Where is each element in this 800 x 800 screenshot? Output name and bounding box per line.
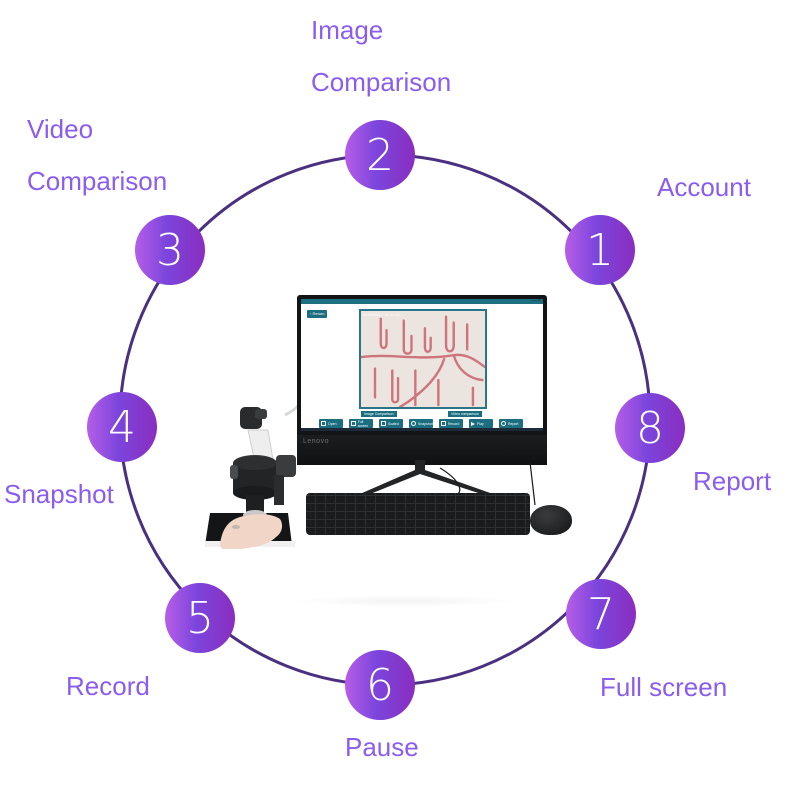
toolbar-open-button[interactable]: Open [319,419,343,428]
node-number: 3 [156,225,184,276]
feature-label-snapshot: Snapshot [4,479,114,509]
return-label: Return [312,311,325,316]
label-line: Image [311,15,384,45]
capillaroscope-device [205,399,304,549]
camera-icon [411,421,416,426]
video-comparison-button[interactable]: Video comparison [448,411,482,417]
toolbar-fullscreen-button[interactable]: Full screen [349,419,373,428]
image-comparison-button[interactable]: Image Comparison [361,411,397,417]
feature-node-full-screen[interactable]: 7 [566,579,636,649]
feature-label-video-comparison: Video Comparison [27,103,167,207]
feature-node-account[interactable]: 1 [565,215,635,285]
report-icon [501,421,506,426]
node-number: 2 [366,130,394,181]
feature-label-image-comparison: Image Comparison [311,4,451,108]
tool-label: Report [508,421,519,426]
timestamp: 2025/05/10 15:31:44 [363,312,400,317]
return-button[interactable]: ‹ Return [307,310,328,318]
app-toolbar: Open Full screen Scaled Snapshot Record … [319,419,523,428]
feature-label-report: Report [693,466,772,496]
feature-label-pause: Pause [345,732,419,762]
feature-label-full-screen: Full screen [600,672,728,702]
folder-icon [321,421,326,426]
toolbar-report-button[interactable]: Report [499,419,523,428]
record-icon [441,421,446,426]
label-line: Comparison [311,67,452,97]
tool-label: Record [448,421,460,426]
label-line: Comparison [27,166,168,196]
keyboard [306,493,530,535]
play-icon [471,421,475,426]
mouse [530,505,572,535]
label-line: Video [27,114,94,144]
brand-logo: Lenovo [303,438,329,445]
toolbar-snapshot-button[interactable]: Snapshot [409,419,433,428]
toolbar-scaled-button[interactable]: Scaled [379,419,403,428]
capillary-image [361,311,485,407]
floor-reflection [290,595,520,607]
node-number: 4 [108,402,136,453]
feature-label-account: Account [657,172,751,202]
feature-node-pause[interactable]: 6 [345,650,415,720]
feature-node-snapshot[interactable]: 4 [87,392,157,462]
feature-node-report[interactable]: 8 [615,393,685,463]
tool-label: Snapshot [418,421,433,426]
fullscreen-icon [351,421,356,426]
feature-node-record[interactable]: 5 [165,583,235,653]
app-screen: —× ‹ Return [301,299,543,431]
feature-node-video-comparison[interactable]: 3 [135,215,205,285]
tool-label: Scaled [388,421,399,426]
node-number: 1 [586,225,614,276]
app-title-bar: —× [301,299,543,304]
tool-label: Open [328,421,337,426]
tool-label: Play [477,421,484,426]
capillary-image-viewer: 2025/05/10 15:31:44 [359,309,487,409]
monitor: —× ‹ Return [297,295,547,465]
os-taskbar [301,428,543,431]
node-number: 7 [587,589,615,640]
feature-label-record: Record [66,671,150,701]
window-controls[interactable]: —× [531,299,541,304]
feature-node-image-comparison[interactable]: 2 [345,120,415,190]
scale-icon [381,421,386,426]
toolbar-record-button[interactable]: Record [439,419,463,428]
tool-label: Full screen [357,419,369,428]
toolbar-play-button[interactable]: Play [469,419,493,428]
node-number: 6 [366,660,394,711]
node-number: 8 [636,403,664,454]
node-number: 5 [186,593,214,644]
